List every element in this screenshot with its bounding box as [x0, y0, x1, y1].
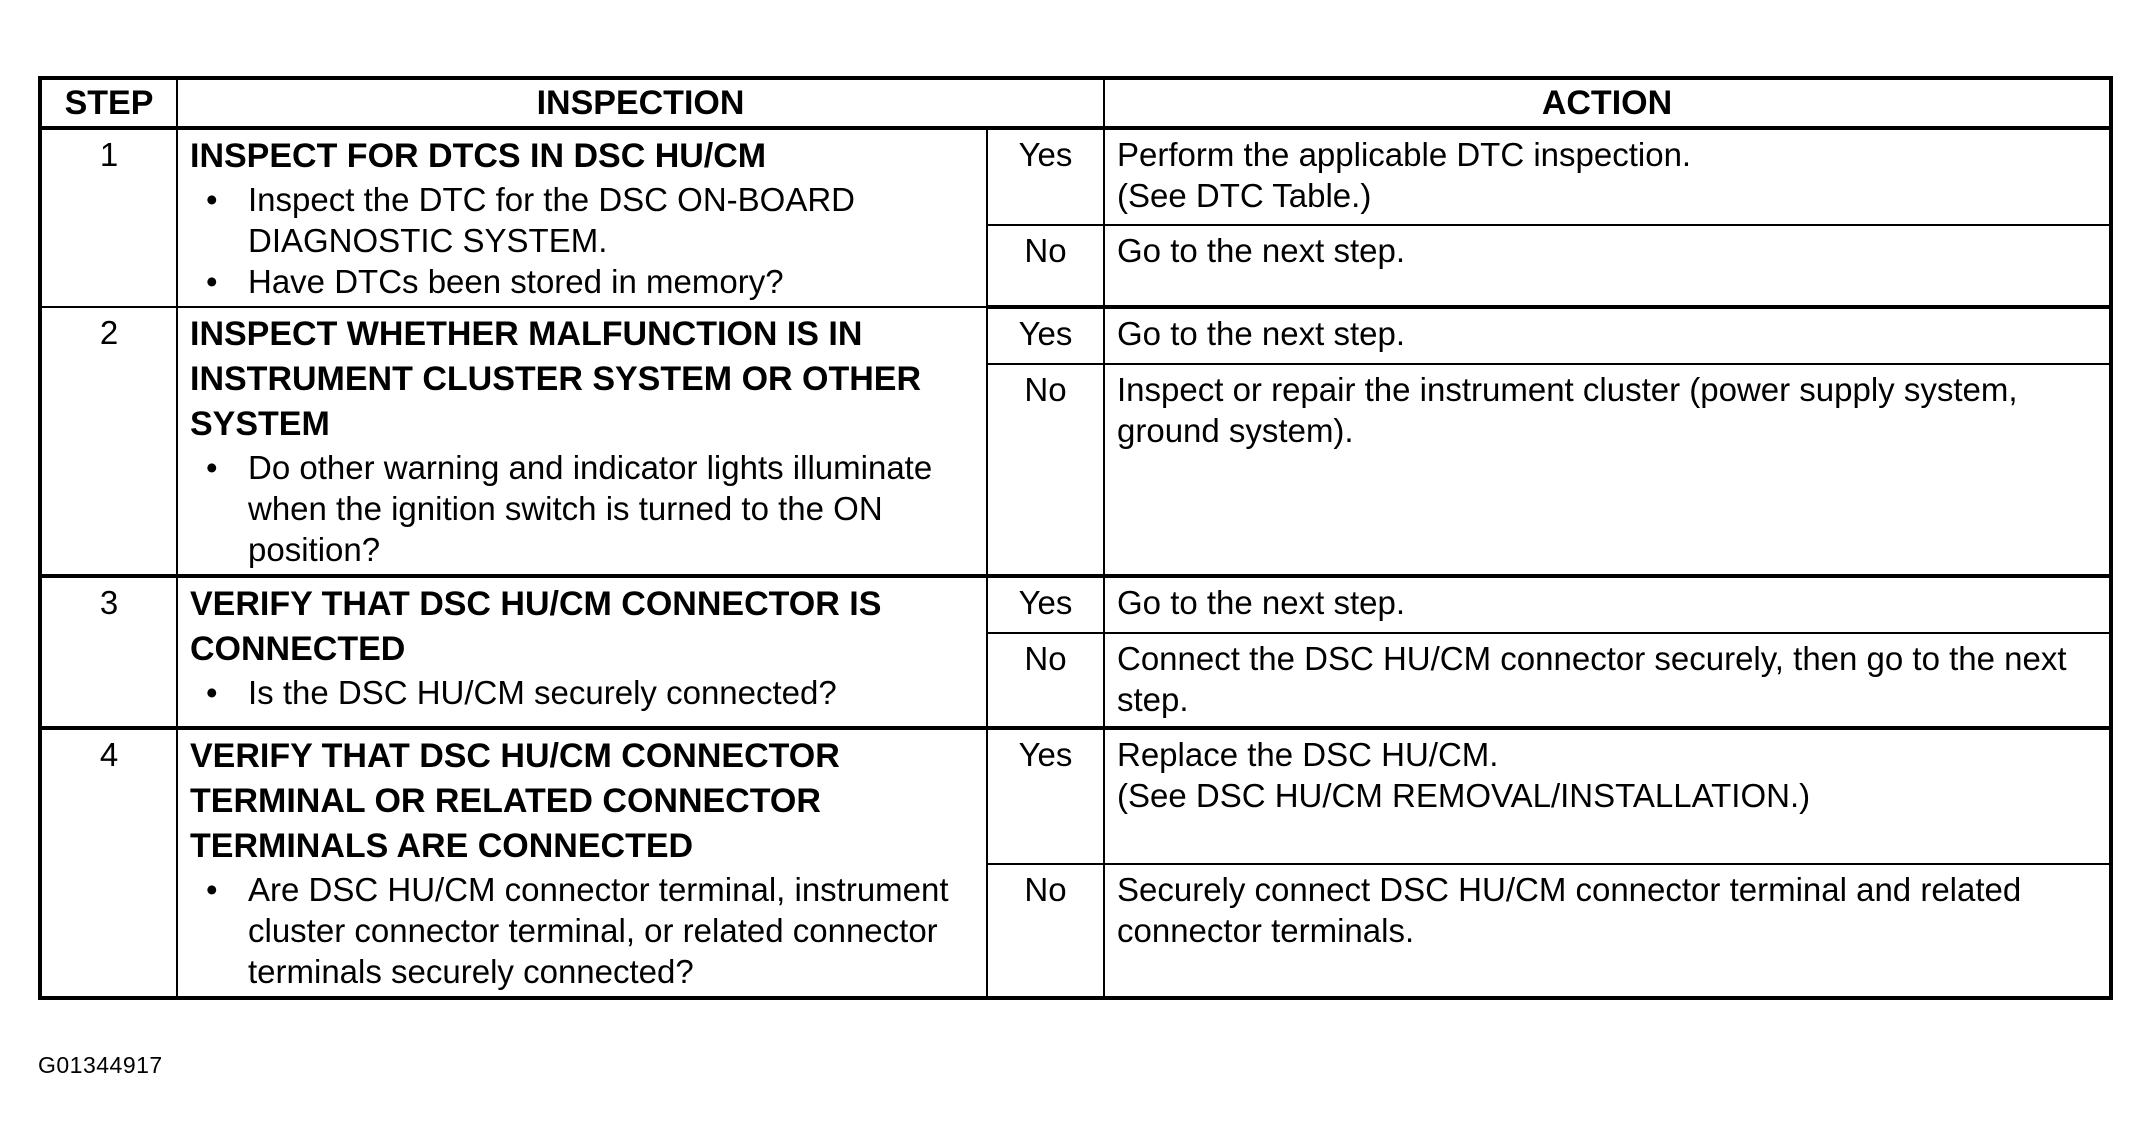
- bullet-icon: •: [206, 263, 218, 300]
- no-label: No: [986, 632, 1105, 730]
- figure-id: G01344917: [38, 1052, 163, 1078]
- step-number: 3: [39, 575, 178, 730]
- bullet-icon: •: [206, 674, 218, 711]
- step-number: 2: [39, 306, 178, 578]
- inspection-bullets: •Inspect the DTC for the DSC ON-BOARD DI…: [190, 179, 976, 302]
- yes-label: Yes: [986, 306, 1105, 365]
- step-3-yes-row: 3 VERIFY THAT DSC HU/CM CONNECTOR IS CON…: [39, 575, 2112, 730]
- inspection-bullet: •Have DTCs been stored in memory?: [206, 263, 784, 300]
- step-4-yes-row: 4 VERIFY THAT DSC HU/CM CONNECTOR TERMIN…: [39, 726, 2112, 999]
- inspection-title: VERIFY THAT DSC HU/CM CONNECTOR IS CONNE…: [190, 585, 882, 668]
- step-number: 4: [39, 727, 178, 999]
- inspection-title: INSPECT FOR DTCS IN DSC HU/CM: [190, 137, 767, 175]
- no-label: No: [986, 224, 1105, 309]
- inspection-cell: INSPECT WHETHER MALFUNCTION IS IN INSTRU…: [176, 306, 988, 578]
- table-header-row: STEP INSPECTION ACTION: [39, 77, 2112, 130]
- inspection-bullets: •Are DSC HU/CM connector terminal, instr…: [190, 869, 976, 992]
- yes-label: Yes: [986, 726, 1105, 866]
- inspection-cell: VERIFY THAT DSC HU/CM CONNECTOR TERMINAL…: [176, 727, 988, 999]
- no-label: No: [986, 363, 1105, 578]
- no-action: Connect the DSC HU/CM connector securely…: [1103, 632, 2112, 730]
- step-2-no-row: No Inspect or repair the instrument clus…: [40, 363, 2112, 578]
- yes-label: Yes: [986, 575, 1105, 634]
- step-3-no-row: No Connect the DSC HU/CM connector secur…: [40, 632, 2112, 730]
- yes-action: Go to the next step.: [1103, 306, 2112, 365]
- bullet-icon: •: [206, 871, 218, 908]
- step-2-yes-row: 2 INSPECT WHETHER MALFUNCTION IS IN INST…: [39, 306, 2112, 578]
- no-label: No: [986, 863, 1105, 999]
- yes-label: Yes: [986, 127, 1105, 226]
- step-1-no-row: No Go to the next step.: [40, 224, 2112, 309]
- diagnostic-procedure-table: STEP INSPECTION ACTION 1 INSPECT FOR DTC…: [38, 76, 2113, 1000]
- inspection-cell: INSPECT FOR DTCS IN DSC HU/CM •Inspect t…: [176, 127, 988, 308]
- inspection-bullet: •Is the DSC HU/CM securely connected?: [206, 674, 837, 711]
- no-action: Securely connect DSC HU/CM connector ter…: [1103, 863, 2112, 999]
- header-step: STEP: [39, 77, 178, 130]
- step-number: 1: [39, 127, 178, 308]
- bullet-icon: •: [206, 181, 218, 218]
- yes-action: Go to the next step.: [1103, 575, 2112, 634]
- inspection-bullets: •Is the DSC HU/CM securely connected?: [190, 672, 976, 713]
- inspection-title: VERIFY THAT DSC HU/CM CONNECTOR TERMINAL…: [190, 737, 840, 865]
- bullet-icon: •: [206, 449, 218, 486]
- inspection-bullet: •Inspect the DTC for the DSC ON-BOARD DI…: [206, 181, 856, 259]
- inspection-bullet: •Do other warning and indicator lights i…: [206, 449, 933, 568]
- inspection-bullet: •Are DSC HU/CM connector terminal, instr…: [206, 871, 949, 990]
- header-inspection: INSPECTION: [176, 77, 1105, 130]
- yes-action: Perform the applicable DTC inspection. (…: [1103, 127, 2112, 226]
- yes-action: Replace the DSC HU/CM. (See DSC HU/CM RE…: [1103, 726, 2112, 866]
- inspection-cell: VERIFY THAT DSC HU/CM CONNECTOR IS CONNE…: [176, 575, 988, 730]
- inspection-title: INSPECT WHETHER MALFUNCTION IS IN INSTRU…: [190, 315, 922, 443]
- step-1-yes-row: 1 INSPECT FOR DTCS IN DSC HU/CM •Inspect…: [39, 127, 2112, 308]
- header-action: ACTION: [1103, 77, 2112, 130]
- step-4-no-row: No Securely connect DSC HU/CM connector …: [40, 863, 2112, 999]
- inspection-bullets: •Do other warning and indicator lights i…: [190, 447, 976, 570]
- no-action: Go to the next step.: [1103, 224, 2112, 309]
- no-action: Inspect or repair the instrument cluster…: [1103, 363, 2112, 578]
